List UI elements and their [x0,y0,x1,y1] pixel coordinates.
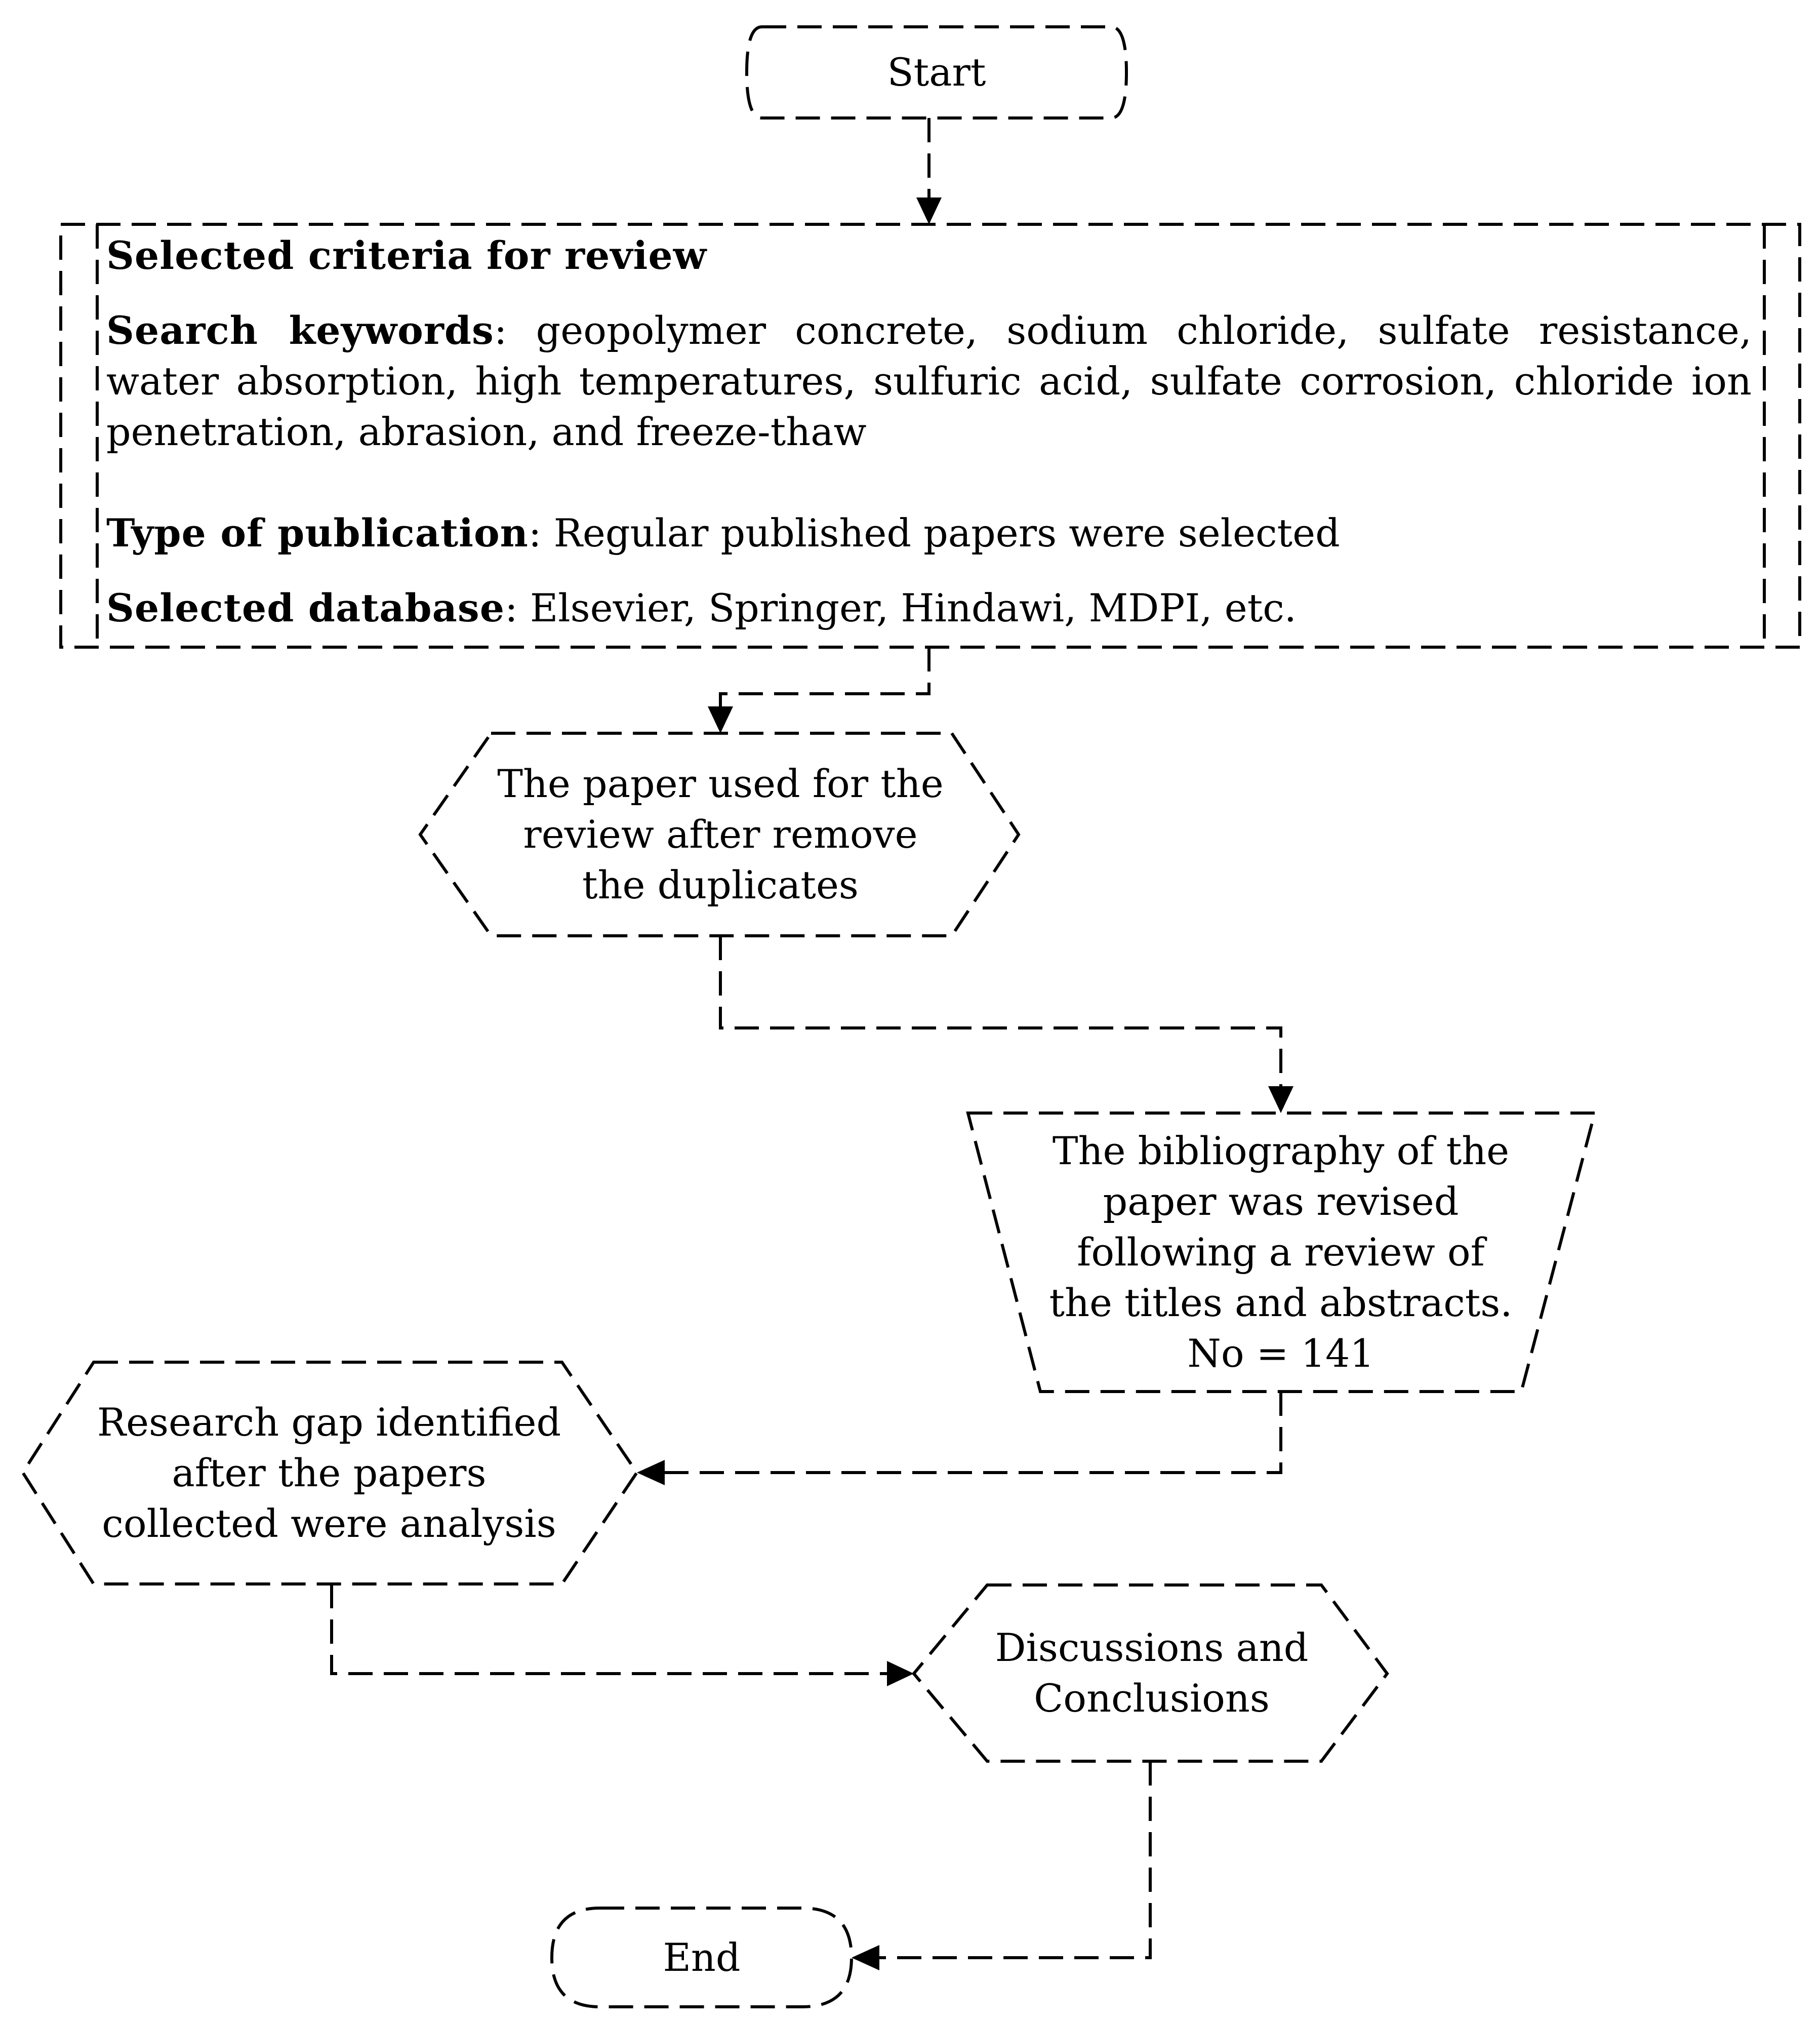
arrowhead-research-gap-to-discussions [887,1661,914,1686]
publication-type-label: Type of publication [106,510,529,556]
end-text: End [663,1934,741,1980]
arrowhead-start-to-criteria [916,197,942,224]
duplicates-hexagon-shape [418,732,1021,937]
arrowhead-bibliography-to-research-gap [637,1460,665,1485]
duplicates-label: The paper used for the review after remo… [456,733,985,936]
connector-duplicates-to-bibliography [719,936,1282,1088]
bibliography-trapezoid-shape [966,1112,1597,1393]
bibliography-text: The bibliography of the paper was revise… [1049,1128,1513,1376]
criteria-database: Selected database: Elsevier, Springer, H… [106,583,1752,633]
end-label: End [552,1908,852,2007]
discussions-label: Discussions and Conclusions [952,1585,1352,1761]
bibliography-label: The bibliography of the paper was revise… [1018,1113,1544,1392]
keywords-label: Search keywords [106,308,494,353]
criteria-keywords: Search keywords: geopolymer concrete, so… [106,305,1752,457]
discussions-text: Discussions and Conclusions [995,1625,1309,1721]
connector-criteria-to-duplicates [719,647,931,708]
arrowhead-criteria-to-duplicates [708,706,733,733]
database-label: Selected database [106,585,505,630]
research-gap-hexagon-shape [21,1361,639,1585]
keywords-text: : geopolymer concrete, sodium chloride, … [106,308,1752,454]
publication-type-text: : Regular published papers were selected [528,510,1340,556]
criteria-heading: Selected criteria for review [106,233,707,278]
connector-discussions-to-end [878,1761,1152,1959]
research-gap-text: Research gap identified after the papers… [97,1400,561,1546]
criteria-publication-type: Type of publication: Regular published p… [106,508,1752,559]
connector-research-gap-to-discussions [330,1584,888,1675]
start-text: Start [887,50,986,95]
start-label: Start [747,27,1126,118]
research-gap-label: Research gap identified after the papers… [61,1362,597,1584]
arrowhead-duplicates-to-bibliography [1268,1086,1293,1113]
start-terminator-shape [745,25,1128,120]
database-text: : Elsevier, Springer, Hindawi, MDPI, etc… [505,585,1297,630]
arrowhead-discussions-to-end [852,1945,879,1970]
criteria-content: Selected criteria for review Search keyw… [106,230,1752,633]
connector-bibliography-to-research-gap [663,1392,1282,1474]
end-terminator-shape [550,1907,854,2008]
duplicates-text: The paper used for the review after remo… [497,761,944,907]
